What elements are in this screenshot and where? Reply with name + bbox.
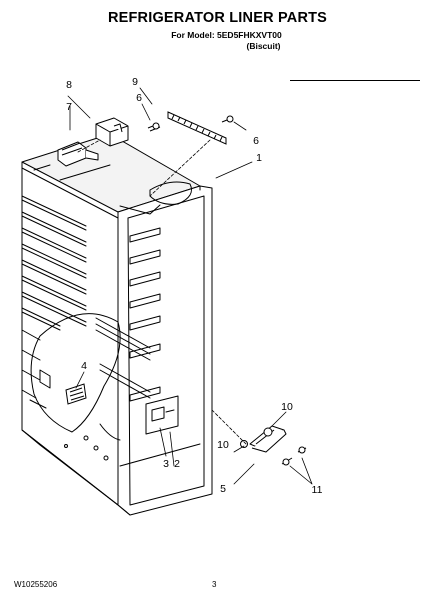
part-9-shape bbox=[167, 111, 227, 145]
part-4-shape bbox=[65, 383, 87, 405]
callout-1: 1 bbox=[256, 152, 262, 164]
diagram-title: REFRIGERATOR LINER PARTS bbox=[107, 10, 328, 26]
callout-6-left: 6 bbox=[136, 92, 142, 104]
callout-9: 9 bbox=[132, 76, 138, 88]
callout-3: 3 bbox=[163, 458, 169, 470]
left-shelf-rails bbox=[21, 195, 87, 231]
leader-lines bbox=[67, 87, 313, 485]
callout-10-bottom: 10 bbox=[217, 439, 229, 451]
callout-2: 2 bbox=[174, 458, 180, 470]
document-number: W10255206 bbox=[14, 580, 58, 589]
callout-6-right: 6 bbox=[253, 135, 259, 147]
callout-8: 8 bbox=[66, 79, 72, 91]
model-label: For Model: 5ED5FHKXVT00 bbox=[171, 30, 282, 40]
liner-left-wall bbox=[21, 161, 119, 506]
page-number: 3 bbox=[212, 580, 217, 589]
screw-shapes bbox=[147, 115, 234, 132]
callout-4: 4 bbox=[81, 360, 87, 372]
callout-7: 7 bbox=[66, 101, 72, 113]
drawer-cutout bbox=[30, 313, 121, 433]
right-shelf-rails bbox=[129, 227, 161, 243]
callout-5: 5 bbox=[220, 483, 226, 495]
part-8-shape bbox=[95, 117, 129, 147]
callout-10-top: 10 bbox=[281, 401, 293, 413]
color-label: (Biscuit) bbox=[246, 41, 281, 51]
part-5-shape bbox=[240, 425, 307, 466]
header-rule bbox=[290, 80, 420, 81]
callout-11: 11 bbox=[311, 484, 323, 496]
part-7-shape bbox=[57, 141, 99, 167]
